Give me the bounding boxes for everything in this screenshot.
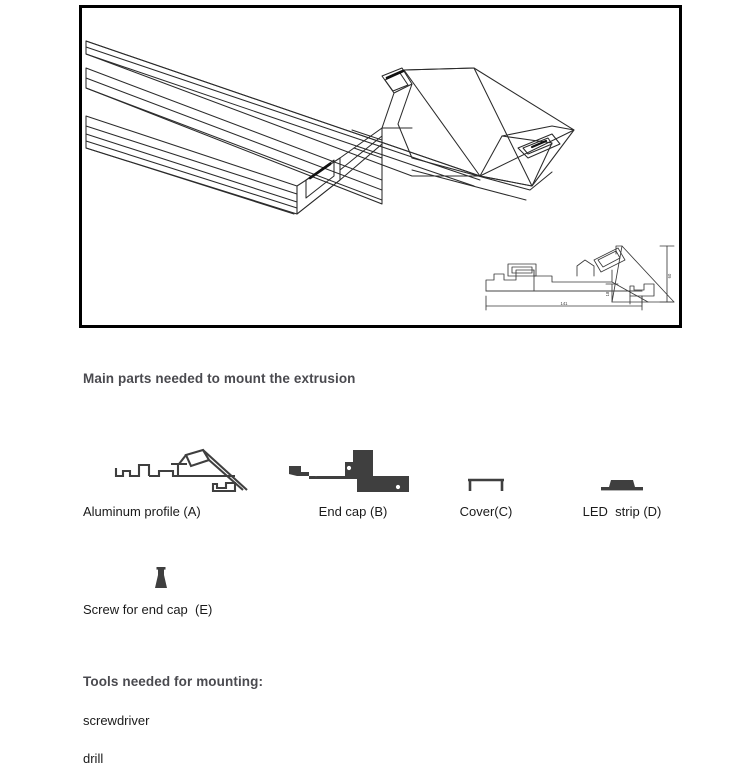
led-strip-icon [599,476,645,494]
end-cap-icon [287,446,419,494]
technical-drawing-frame: 141 60 18 [79,5,682,328]
tool-item-drill: drill [83,751,104,766]
part-led-strip: LED strip (D) [548,430,696,520]
part-aluminum-profile: Aluminum profile (A) [83,430,283,520]
svg-text:141: 141 [561,301,569,306]
part-end-cap-label: End cap (B) [318,504,388,519]
main-parts-heading: Main parts needed to mount the extrusion [83,371,356,386]
part-cover: Cover(C) [430,430,542,520]
part-end-cap: End cap (B) [258,430,448,520]
part-cover-label: Cover(C) [459,504,513,519]
aluminum-profile-icon [113,446,253,494]
part-screw-for-end-cap: Screw for end cap (E) [83,560,283,618]
part-led-strip-label: LED strip (D) [582,504,662,519]
tools-heading: Tools needed for mounting: [83,674,264,689]
part-screw-for-end-cap-label: Screw for end cap (E) [83,602,213,617]
cover-icon [465,474,507,494]
svg-text:60: 60 [667,273,672,278]
part-aluminum-profile-label: Aluminum profile (A) [83,504,201,519]
svg-text:18: 18 [605,291,610,296]
extrusion-isometric-drawing: 141 60 18 [85,40,675,311]
tool-item-screwdriver: screwdriver [83,713,150,728]
screw-icon [151,566,171,592]
